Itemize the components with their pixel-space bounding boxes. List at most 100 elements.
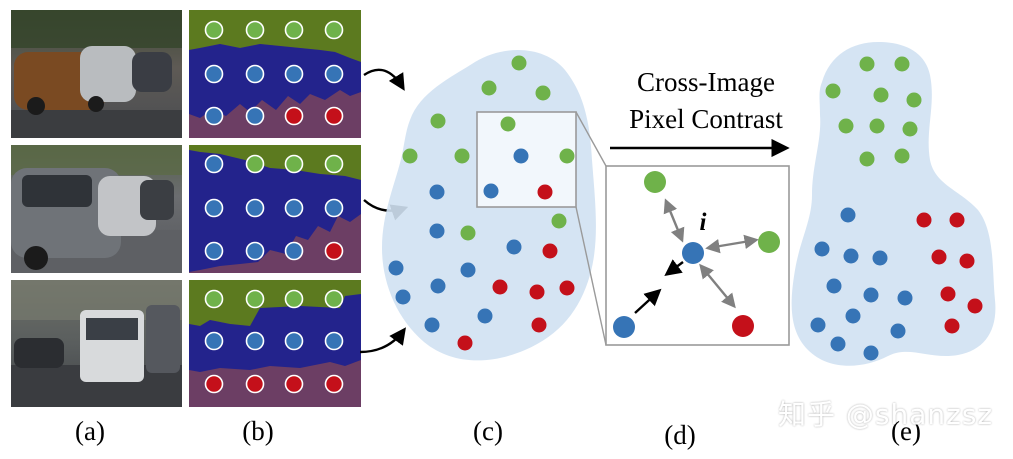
seg-red-dot <box>324 374 344 394</box>
seg-blue-dot <box>204 198 224 218</box>
result-blue-dot <box>843 248 859 264</box>
result-blue-dot <box>863 287 879 303</box>
seg-blue-dot <box>204 64 224 84</box>
label-d: (d) <box>664 420 695 450</box>
emb-blue-dot <box>513 148 529 164</box>
seg-red-dot <box>324 241 344 261</box>
label-a: (a) <box>75 416 105 446</box>
emb-green-dot <box>551 213 567 229</box>
result-green-dot <box>894 148 910 164</box>
seg-blue-dot <box>324 331 344 351</box>
emb-red-dot <box>529 284 545 300</box>
emb-red-dot <box>531 317 547 333</box>
arrow-b1-to-c <box>363 68 405 91</box>
seg-green-dot <box>284 20 304 40</box>
emb-red-dot <box>492 279 508 295</box>
detail-green-dot <box>758 231 780 253</box>
seg-red-dot <box>284 106 304 126</box>
seg-green-dot <box>245 289 265 309</box>
emb-red-dot <box>457 335 473 351</box>
seg-blue-dot <box>204 241 224 261</box>
seg-blue-dot <box>204 331 224 351</box>
photo-2 <box>11 145 182 273</box>
result-blue-dot <box>826 278 842 294</box>
result-green-dot <box>869 118 885 134</box>
result-green-dot <box>873 87 889 103</box>
photo-3 <box>11 280 182 407</box>
seg-green-dot <box>245 20 265 40</box>
emb-red-dot <box>559 280 575 296</box>
seg-green-dot <box>204 20 224 40</box>
seg-green-dot <box>324 289 344 309</box>
seg-blue-dot <box>324 198 344 218</box>
seg-blue-dot <box>245 106 265 126</box>
seg-blue-dot <box>245 64 265 84</box>
emb-green-dot <box>402 148 418 164</box>
result-green-dot <box>859 56 875 72</box>
result-red-dot <box>916 212 932 228</box>
panel-e-result <box>791 42 996 366</box>
seg-blue-dot <box>245 331 265 351</box>
result-blue-dot <box>830 336 846 352</box>
seg-blue-dot <box>284 241 304 261</box>
arrow-title-line-2: Pixel Contrast <box>629 104 783 134</box>
emb-green-dot <box>500 116 516 132</box>
result-blue-dot <box>890 323 906 339</box>
result-red-dot <box>949 212 965 228</box>
zoom-connectors <box>575 111 607 346</box>
seg-blue-dot <box>324 64 344 84</box>
seg-red-dot <box>245 374 265 394</box>
seg-blue-dot <box>284 331 304 351</box>
emb-blue-dot <box>424 317 440 333</box>
seg-blue-dot <box>245 241 265 261</box>
emb-green-dot <box>460 225 476 241</box>
label-b: (b) <box>242 416 273 446</box>
emb-green-dot <box>559 148 575 164</box>
detail-blue-dot <box>613 316 635 338</box>
seg-red-dot <box>284 374 304 394</box>
seg-red-dot <box>324 106 344 126</box>
seg-blue-dot <box>245 198 265 218</box>
emb-red-dot <box>542 243 558 259</box>
seg-red-dot <box>204 374 224 394</box>
result-green-dot <box>906 92 922 108</box>
result-red-dot <box>931 249 947 265</box>
seg-blue-dot <box>284 198 304 218</box>
photo-1 <box>11 10 182 138</box>
emb-blue-dot <box>429 184 445 200</box>
result-green-dot <box>838 118 854 134</box>
result-blue-dot <box>872 250 888 266</box>
emb-green-dot <box>511 55 527 71</box>
result-red-dot <box>959 253 975 269</box>
arrow-title-line-1: Cross-Image <box>637 67 775 97</box>
result-blue-dot <box>863 345 879 361</box>
seg-green-dot <box>204 289 224 309</box>
seg-green-dot <box>284 154 304 174</box>
label-e: (e) <box>891 416 921 446</box>
seg-blue-dot <box>204 106 224 126</box>
result-red-dot <box>940 286 956 302</box>
emb-blue-dot <box>388 260 404 276</box>
seg-green-dot <box>245 154 265 174</box>
detail-red-dot <box>732 315 754 337</box>
result-red-dot <box>967 298 983 314</box>
seg-blue-dot <box>204 154 224 174</box>
result-green-dot <box>894 56 910 72</box>
pull-arrows <box>634 259 684 314</box>
emb-green-dot <box>430 113 446 129</box>
result-blue-dot <box>897 290 913 306</box>
panel-c-embedding <box>382 50 596 361</box>
emb-blue-dot <box>430 278 446 294</box>
result-blue-dot <box>810 317 826 333</box>
result-green-dot <box>859 151 875 167</box>
seg-green-dot <box>324 154 344 174</box>
result-blue-dot <box>814 241 830 257</box>
emb-blue-dot <box>483 183 499 199</box>
seg-green-dot <box>324 20 344 40</box>
anchor-label: i <box>700 209 707 236</box>
emb-blue-dot <box>460 262 476 278</box>
seg-blue-dot <box>284 64 304 84</box>
panel-a-photos <box>11 10 182 407</box>
result-blue-dot <box>845 308 861 324</box>
